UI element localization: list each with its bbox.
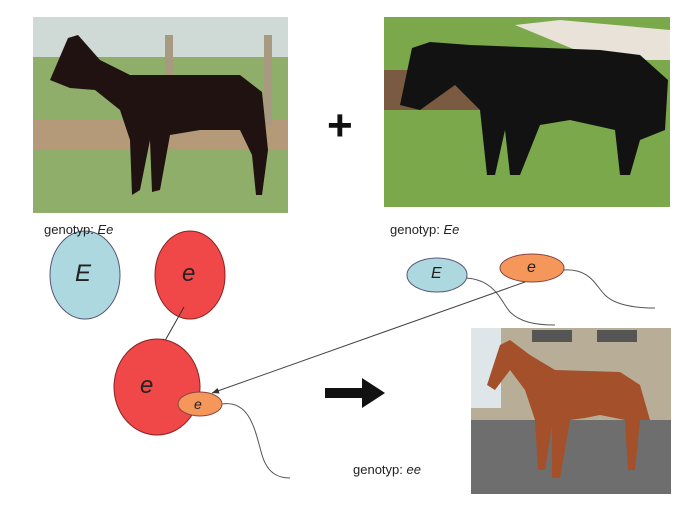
- zygote-egg-allele: e: [140, 372, 154, 399]
- sperm-cell-dominant: [406, 257, 468, 293]
- genotype-label: genotyp:: [353, 462, 403, 477]
- offspring-genotype: genotyp: ee: [353, 462, 421, 477]
- parent-2-genotype: genotyp: Ee: [390, 222, 459, 237]
- offspring-photo: [471, 328, 671, 494]
- chestnut-horse-silhouette: [487, 340, 650, 478]
- genotype-value: ee: [406, 462, 421, 477]
- parent-photo-2: [384, 17, 670, 207]
- result-arrow: [325, 378, 385, 408]
- zygote-sperm: [177, 391, 223, 417]
- egg-cell-recessive: [154, 230, 226, 320]
- parent-photo-1: [33, 17, 288, 213]
- parent-1-genotype: genotyp: Ee: [44, 222, 113, 237]
- egg-allele-recessive: e: [182, 260, 196, 287]
- plus-sign: +: [327, 101, 353, 150]
- genotype-label: genotyp:: [44, 222, 94, 237]
- sperm-cell-recessive: [499, 253, 565, 283]
- sperm-tail: [562, 269, 656, 309]
- genotype-value: Ee: [443, 222, 460, 237]
- black-horse-silhouette: [50, 35, 268, 195]
- egg-cell-dominant: [49, 230, 121, 320]
- sperm-tail: [465, 277, 556, 326]
- sperm-allele-recessive: e: [527, 259, 536, 276]
- zygote-egg: [113, 338, 201, 436]
- egg-allele-dominant: E: [75, 260, 92, 287]
- sperm-tail: [221, 403, 291, 479]
- genotype-label: genotyp:: [390, 222, 440, 237]
- genotype-value: Ee: [97, 222, 114, 237]
- black-horse-silhouette: [400, 42, 668, 175]
- sperm-allele-dominant: E: [431, 265, 442, 282]
- fertilization-arrow: [211, 281, 526, 394]
- zygote-sperm-allele: e: [194, 396, 202, 412]
